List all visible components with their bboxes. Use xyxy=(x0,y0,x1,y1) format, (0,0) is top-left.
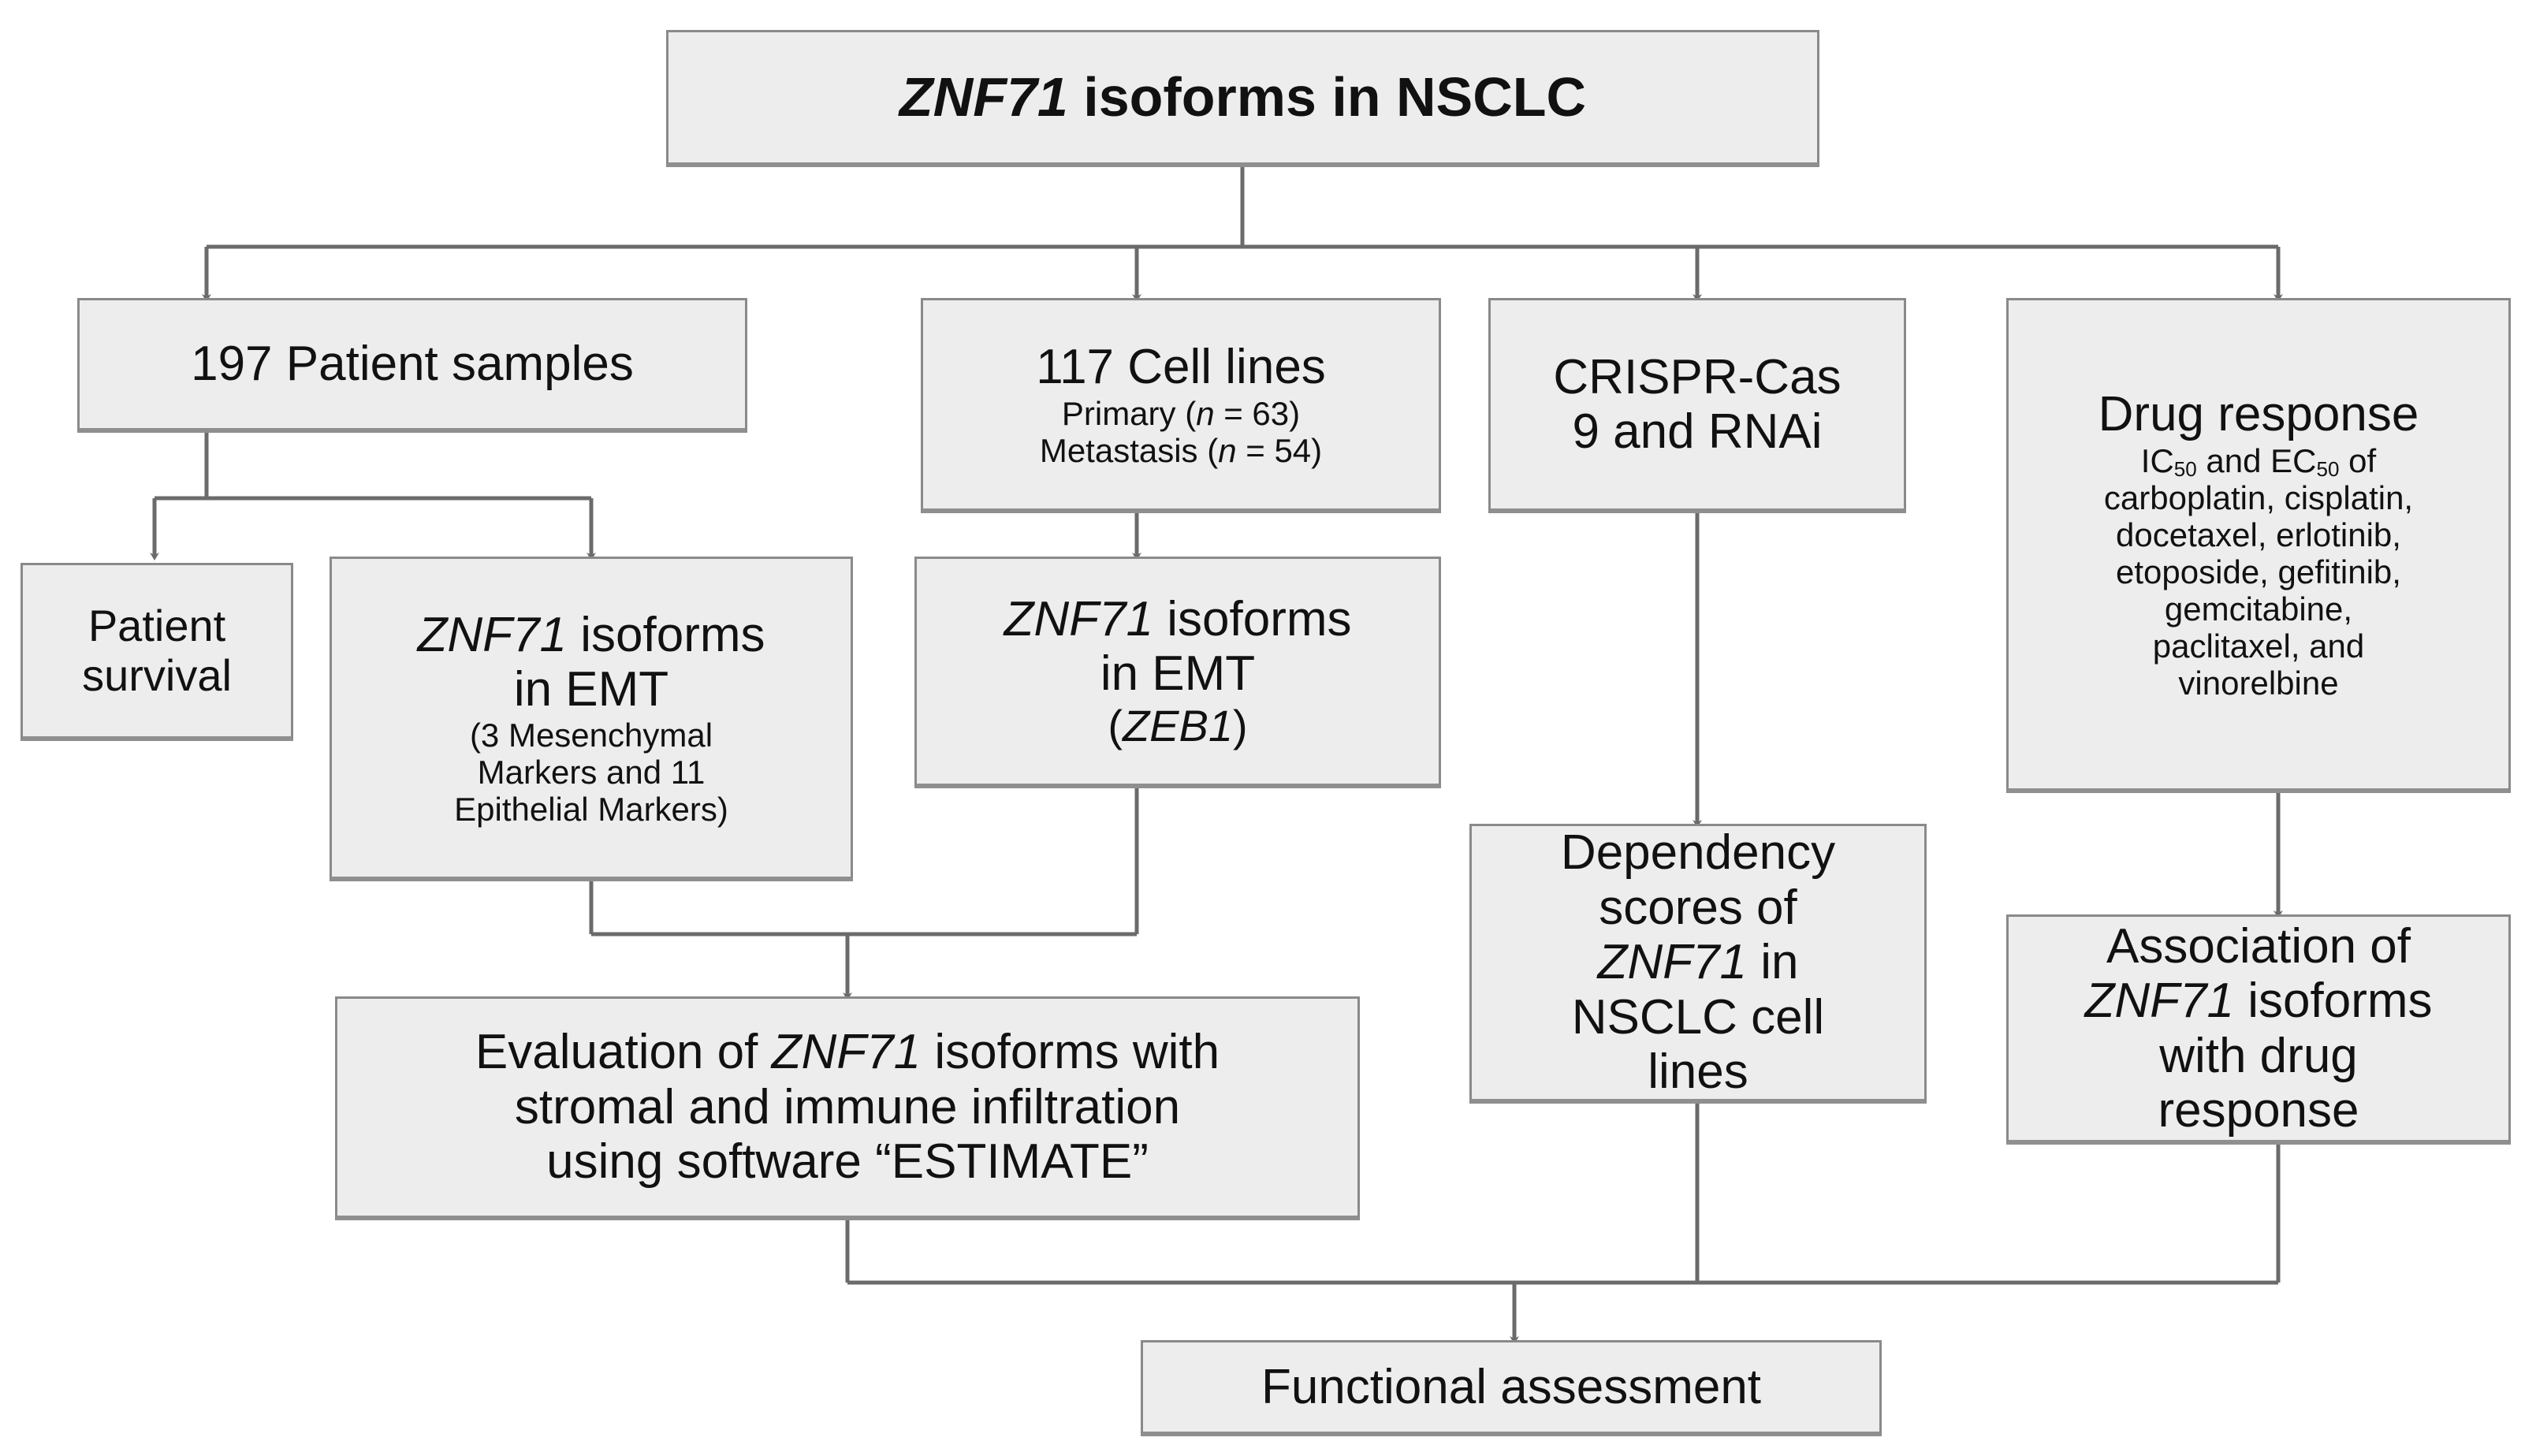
node-cell-lines[interactable]: 117 Cell lines Primary (n = 63) Metastas… xyxy=(921,298,1441,513)
gene-name-znf71-association: ZNF71 xyxy=(2084,974,2234,1029)
gene-name-zeb1: ZEB1 xyxy=(1122,700,1234,750)
drug-response-metrics: IC50 and EC50 of xyxy=(2140,441,2377,482)
node-patient-samples[interactable]: 197 Patient samples xyxy=(77,298,747,433)
isoforms-markers-line-2: in EMT xyxy=(513,661,669,717)
node-dependency-scores[interactable]: Dependency scores of ZNF71 in NSCLC cell… xyxy=(1469,824,1927,1104)
node-drug-response[interactable]: Drug response IC50 and EC50 of carboplat… xyxy=(2006,298,2511,793)
node-patient-survival[interactable]: Patient survival xyxy=(20,563,293,741)
patient-survival-line-2: survival xyxy=(82,650,232,700)
association-line-4: response xyxy=(2158,1082,2359,1138)
crispr-line-1: CRISPR-Cas xyxy=(1553,349,1841,404)
node-title[interactable]: ZNF71 isoforms in NSCLC xyxy=(666,30,1819,167)
dependency-line-3: ZNF71 in xyxy=(1597,935,1799,990)
isoforms-zeb1-line-2: in EMT xyxy=(1100,646,1256,702)
ic50-subscript: 50 xyxy=(2173,457,2197,482)
isoforms-markers-line-5: Epithelial Markers) xyxy=(454,791,728,829)
isoforms-markers-line-1: ZNF71 isoforms xyxy=(417,607,765,662)
node-estimate[interactable]: Evaluation of ZNF71 isoforms with stroma… xyxy=(335,996,1360,1220)
patient-survival-line-1: Patient xyxy=(88,600,226,650)
dependency-line-5: lines xyxy=(1648,1045,1748,1100)
drug-list-line-2: docetaxel, erlotinib, xyxy=(2116,516,2401,553)
gene-name-znf71-estimate: ZNF71 xyxy=(771,1025,922,1080)
node-isoforms-emt-zeb1[interactable]: ZNF71 isoforms in EMT (ZEB1) xyxy=(914,557,1441,788)
dependency-line-1: Dependency xyxy=(1560,825,1836,881)
gene-name-znf71-zeb1: ZNF71 xyxy=(1004,591,1153,646)
drug-list-line-4: gemcitabine, xyxy=(2164,590,2353,627)
dependency-line-2: scores of xyxy=(1599,880,1797,935)
association-line-1: Association of xyxy=(2106,918,2411,974)
node-association-drug[interactable]: Association of ZNF71 isoforms with drug … xyxy=(2006,914,2511,1145)
estimate-line-2: stromal and immune infiltration xyxy=(514,1079,1181,1134)
estimate-line-1: Evaluation of ZNF71 isoforms with xyxy=(475,1025,1220,1080)
drug-list-line-5: paclitaxel, and xyxy=(2152,627,2365,665)
estimate-line-3: using software “ESTIMATE” xyxy=(546,1134,1149,1190)
node-isoforms-emt-markers[interactable]: ZNF71 isoforms in EMT (3 Mesenchymal Mar… xyxy=(330,557,853,881)
functional-assessment-label: Functional assessment xyxy=(1261,1359,1762,1414)
cell-lines-label: 117 Cell lines xyxy=(1036,340,1326,395)
gene-name-znf71-markers: ZNF71 xyxy=(417,607,567,662)
isoforms-zeb1-line-3: (ZEB1) xyxy=(1108,700,1248,750)
association-line-3: with drug xyxy=(2159,1028,2358,1083)
node-functional-assessment[interactable]: Functional assessment xyxy=(1141,1340,1882,1436)
patient-samples-label: 197 Patient samples xyxy=(191,337,634,392)
node-title-text: ZNF71 isoforms in NSCLC xyxy=(899,66,1587,128)
cell-lines-metastasis: Metastasis (n = 54) xyxy=(1039,431,1323,469)
gene-name-znf71-dependency: ZNF71 xyxy=(1597,935,1747,990)
isoforms-markers-line-4: Markers and 11 xyxy=(477,754,706,791)
association-line-2: ZNF71 isoforms xyxy=(2084,974,2433,1029)
dependency-line-4: NSCLC cell xyxy=(1571,989,1825,1045)
drug-list-line-6: vinorelbine xyxy=(2178,664,2339,702)
drug-list-line-3: etoposide, gefitinib, xyxy=(2116,553,2401,590)
gene-name-znf71: ZNF71 xyxy=(899,66,1068,128)
crispr-line-2: 9 and RNAi xyxy=(1572,404,1823,459)
drug-response-title: Drug response xyxy=(2098,387,2419,442)
ec50-subscript: 50 xyxy=(2316,457,2340,482)
isoforms-zeb1-line-1: ZNF71 isoforms xyxy=(1004,591,1352,646)
cell-lines-primary: Primary (n = 63) xyxy=(1061,394,1301,432)
stat-n-metastasis: n xyxy=(1218,431,1237,469)
node-crispr[interactable]: CRISPR-Cas 9 and RNAi xyxy=(1488,298,1906,513)
drug-list-line-1: carboplatin, cisplatin, xyxy=(2103,479,2414,516)
isoforms-markers-line-3: (3 Mesenchymal xyxy=(469,717,713,754)
stat-n-primary: n xyxy=(1196,394,1215,432)
